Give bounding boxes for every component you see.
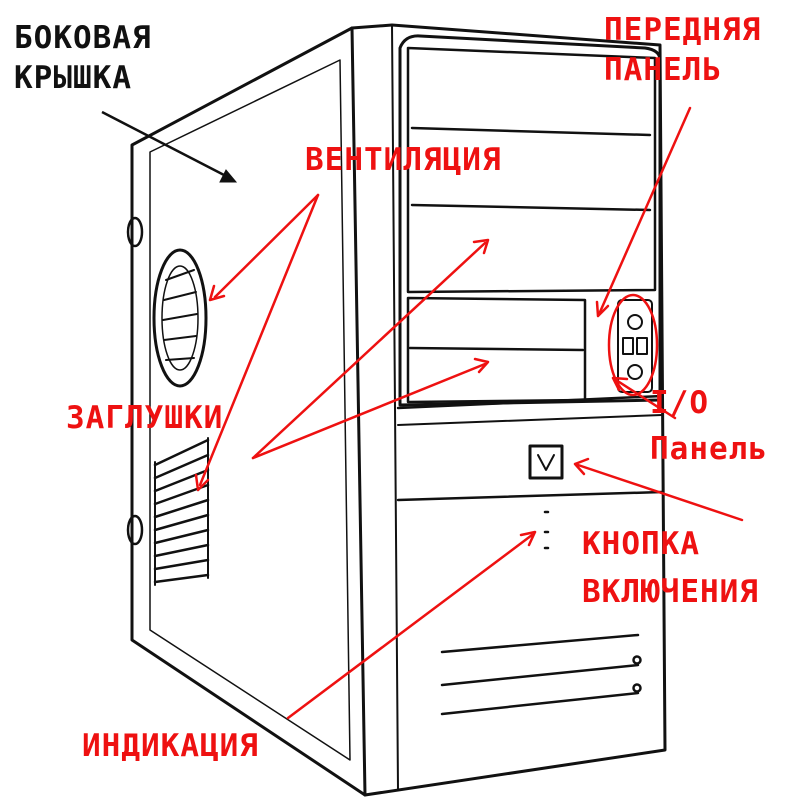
drive-bay-line-1	[410, 126, 652, 137]
side-latch-bottom	[126, 514, 144, 546]
front-split-3	[396, 490, 664, 502]
label-blanks: ЗАГЛУШКИ	[66, 400, 224, 436]
drive-bay-line-2	[410, 203, 652, 212]
small-bay-line	[408, 346, 585, 352]
arrowhead-vent-fan	[208, 284, 226, 302]
arrowhead-io-panel	[611, 376, 629, 392]
front-bezel	[398, 34, 662, 407]
side-panel-border	[149, 59, 351, 761]
arrowhead-blank-bottom	[473, 357, 490, 374]
arrow-indication	[286, 533, 534, 720]
arrow-front-panel	[598, 106, 692, 314]
power-icon	[528, 444, 564, 480]
fan-icon	[152, 248, 208, 388]
arrowhead-indication	[519, 530, 537, 547]
arrow-vent-grille	[198, 193, 320, 487]
arrowhead-power-button	[573, 457, 590, 476]
arrow-power-button	[576, 463, 744, 522]
label-front-panel: ПЕРЕДНЯЯ ПАНЕЛЬ	[604, 12, 762, 88]
label-side-cover: БОКОВАЯ КРЫШКА	[14, 20, 152, 96]
case-front-edge-inner	[391, 24, 399, 791]
io-panel-highlight	[607, 293, 659, 397]
arrowhead-front-panel	[595, 300, 610, 318]
arrow-blank-bottom	[251, 362, 487, 460]
arrowhead-blank-top	[472, 238, 490, 255]
drive-bays-frame	[406, 46, 657, 294]
case-outline	[130, 23, 667, 797]
led-indicators	[543, 510, 550, 550]
usb-icon	[622, 337, 634, 355]
side-latch-top	[126, 216, 144, 248]
front-split-2	[397, 414, 663, 426]
front-split-1	[396, 394, 664, 410]
side-vent-grille	[153, 437, 210, 586]
label-io-panel: I/O Панель	[650, 385, 768, 467]
label-power-button: КНОПКА ВКЛЮЧЕНИЯ	[582, 526, 759, 610]
arrow-blank-top	[251, 241, 487, 460]
label-ventilation: ВЕНТИЛЯЦИЯ	[305, 142, 502, 178]
front-vent-slots	[440, 633, 642, 716]
arrow-io-panel	[614, 378, 677, 420]
arrow-vent-fan	[213, 193, 320, 299]
arrowhead-vent-grille	[194, 473, 210, 492]
label-indication: ИНДИКАЦИЯ	[82, 728, 259, 764]
arrow-side-cover	[101, 110, 238, 183]
case-front-edge	[350, 26, 367, 797]
